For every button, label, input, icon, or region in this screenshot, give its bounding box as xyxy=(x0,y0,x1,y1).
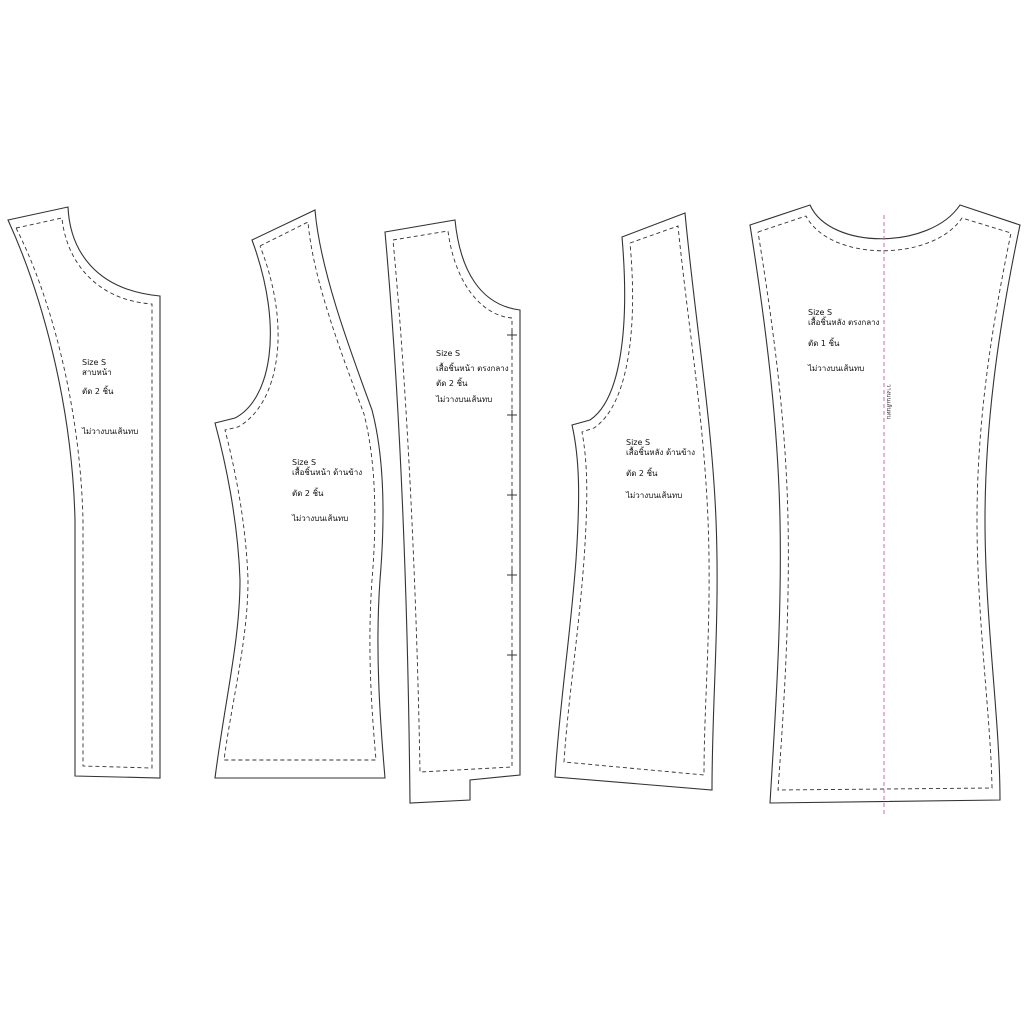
pattern-piece-front-side xyxy=(214,209,386,779)
cut-count: ตัด 1 ชิ้น xyxy=(808,339,840,349)
size-label: Size S xyxy=(82,358,107,367)
pattern-piece-front-center xyxy=(384,219,521,804)
size-label: Size S xyxy=(626,438,651,447)
fold-note: ไม่วางบนเส้นทบ xyxy=(292,513,349,523)
size-label: Size S xyxy=(808,308,833,317)
piece-name: เสื้อชิ้นหลัง ตรงกลาง xyxy=(808,317,880,327)
fold-note: ไม่วางบนเส้นทบ xyxy=(626,490,683,500)
piece-name: เสื้อชิ้นหน้า ด้านข้าง xyxy=(292,467,363,477)
fold-note: ไม่วางบนเส้นทบ xyxy=(808,363,865,373)
piece-name: เสื้อชิ้นหลัง ด้านข้าง xyxy=(626,447,695,457)
piece-label-back-center: Size S เสื้อชิ้นหลัง ตรงกลาง ตัด 1 ชิ้น … xyxy=(808,308,880,373)
pattern-piece-back-center xyxy=(749,204,1021,815)
piece-name: เสื้อชิ้นหน้า ตรงกลาง xyxy=(436,364,509,374)
pattern-piece-front-facing xyxy=(7,206,161,779)
piece-name: สาบหน้า xyxy=(82,367,112,377)
fold-note: ไม่วางบนเส้นทบ xyxy=(82,426,139,436)
piece-label-front-facing: Size S สาบหน้า ตัด 2 ชิ้น ไม่วางบนเส้นทบ xyxy=(82,358,138,436)
fold-note: ไม่วางบนเส้นทบ xyxy=(436,394,493,404)
cut-count: ตัด 2 ชิ้น xyxy=(626,469,658,479)
button-markers xyxy=(507,330,517,660)
piece-label-back-side: Size S เสื้อชิ้นหลัง ด้านข้าง ตัด 2 ชิ้น… xyxy=(626,438,695,500)
pattern-piece-back-side xyxy=(554,212,718,791)
piece-label-front-side: Size S เสื้อชิ้นหน้า ด้านข้าง ตัด 2 ชิ้น… xyxy=(292,458,362,523)
size-label: Size S xyxy=(292,458,317,467)
center-fold-label: วางบนเส้นทบ xyxy=(885,384,892,420)
size-label: Size S xyxy=(436,349,461,358)
cut-count: ตัด 2 ชิ้น xyxy=(292,489,324,499)
cut-count: ตัด 2 ชิ้น xyxy=(82,387,114,397)
cut-count: ตัด 2 ชิ้น xyxy=(436,379,468,389)
piece-label-front-center: Size S เสื้อชิ้นหน้า ตรงกลาง ตัด 2 ชิ้น … xyxy=(436,346,509,407)
